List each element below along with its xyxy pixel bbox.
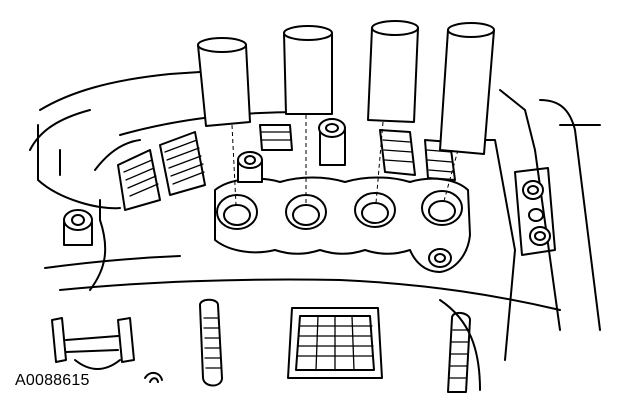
cylindrical-sleeve-4: [439, 22, 495, 155]
cylindrical-sleeve-2: [283, 25, 333, 115]
insertion-guides: [231, 115, 459, 206]
lower-left-connectors: [51, 317, 163, 383]
threaded-stud-icon: [63, 209, 93, 246]
cylindrical-sleeve-3: [367, 20, 419, 123]
figure-reference-code: A0088615: [15, 372, 90, 389]
slotted-vent-icon: [447, 312, 471, 393]
valve-body-block: [214, 176, 471, 273]
slotted-vent-icon: [287, 307, 383, 379]
right-fitting-panel: [514, 167, 556, 256]
housing-outline: [29, 71, 601, 391]
threaded-stud-icon: [318, 118, 346, 166]
cylindrical-sleeve-1: [197, 37, 251, 127]
slotted-vent-icon: [199, 298, 223, 387]
left-rib-cluster: [117, 131, 206, 211]
right-rib-cluster: [259, 124, 456, 181]
threaded-stud-icon: [237, 151, 263, 183]
